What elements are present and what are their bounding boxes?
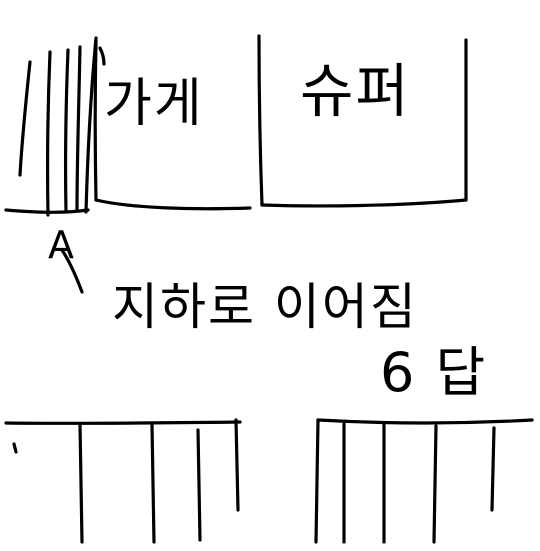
- platform-right-post-1: [314, 418, 320, 544]
- platform-right: [314, 418, 534, 544]
- platform-left-top: [4, 420, 242, 426]
- platform-left-post-3: [196, 428, 202, 542]
- exit-6-label: 6 답: [380, 341, 488, 404]
- store-label: 가게: [104, 74, 204, 134]
- building-a-base: [4, 208, 90, 214]
- building-a-label: A: [48, 223, 76, 267]
- platform-left-post-0: [12, 442, 18, 454]
- store-box: [93, 38, 252, 211]
- platform-left-post-1: [78, 422, 84, 544]
- supermarket-label: 슈퍼: [300, 57, 411, 125]
- stripe-6: [98, 46, 106, 66]
- stripe-2: [46, 50, 52, 217]
- platform-right-post-5: [490, 426, 496, 512]
- platform-left-post-2: [150, 423, 156, 544]
- arrow-shaft: [60, 248, 84, 294]
- stripe-1: [18, 60, 32, 177]
- stripe-4: [75, 45, 82, 212]
- platform-left-post-4: [234, 418, 240, 512]
- building-a-stripes: [4, 36, 106, 217]
- super-left-wall: [257, 34, 264, 207]
- supermarket-box: [257, 34, 468, 208]
- platform-right-top: [316, 418, 534, 425]
- store-floor: [94, 198, 252, 211]
- store-left-wall: [93, 38, 98, 202]
- stripe-3: [64, 48, 70, 214]
- arrow-a: [60, 248, 84, 294]
- platform-right-post-4: [432, 424, 438, 544]
- platform-left: [4, 418, 242, 544]
- underpass-continues-label: 지하로 이어짐: [112, 278, 418, 336]
- super-floor: [260, 198, 468, 208]
